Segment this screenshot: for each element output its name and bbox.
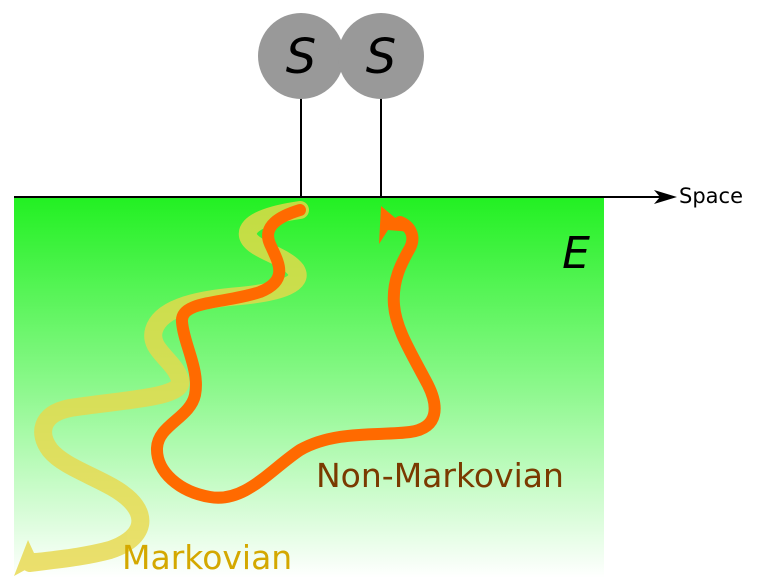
non-markovian-path <box>151 204 441 504</box>
space-axis-label: Space <box>679 184 743 208</box>
system-2: S <box>338 13 424 99</box>
non-markovian-label: Non-Markovian <box>316 456 564 495</box>
space-axis-arrowhead <box>654 190 677 204</box>
system-1-label: S <box>286 29 316 85</box>
environment-label: E <box>562 228 590 279</box>
environment-region <box>14 197 604 578</box>
system-1: S <box>258 13 344 99</box>
markovian-arrowhead <box>14 540 58 576</box>
markovian-path <box>14 201 309 576</box>
system-2-label: S <box>366 29 396 85</box>
system-1-circle <box>258 13 344 99</box>
system-2-circle <box>338 13 424 99</box>
markovian-label: Markovian <box>122 538 292 577</box>
non-markovian-arrowhead <box>379 206 412 244</box>
